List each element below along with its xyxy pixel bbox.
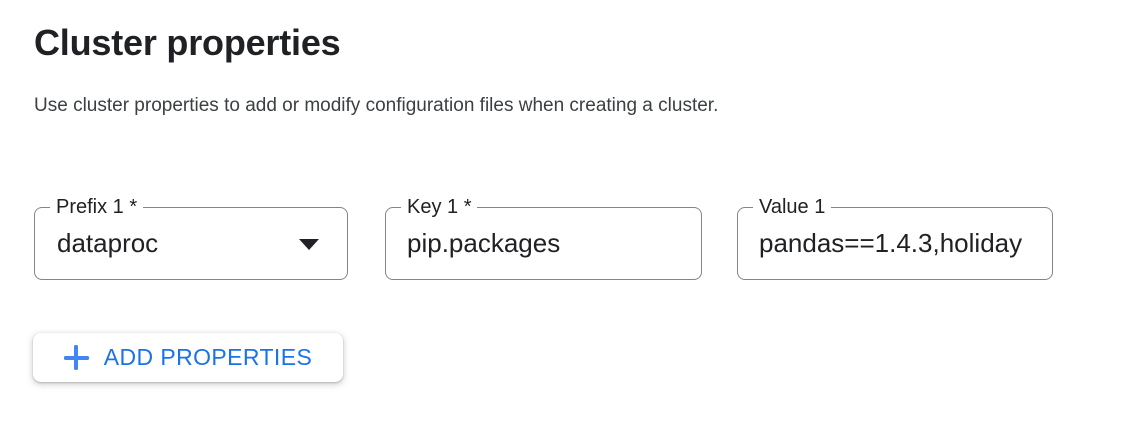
value-field: Value 1 [737, 196, 1053, 280]
plus-icon [63, 345, 89, 370]
key-input[interactable] [386, 208, 701, 279]
prefix-select-value: dataproc [57, 228, 159, 258]
value-input[interactable] [738, 208, 1052, 279]
prefix-select[interactable]: Prefix 1 * dataproc [34, 196, 348, 280]
key-field: Key 1 * [385, 196, 702, 280]
page-description: Use cluster properties to add or modify … [34, 95, 719, 116]
add-properties-button-label: ADD PROPERTIES [103, 344, 313, 370]
arrow-drop-down-icon [299, 239, 319, 250]
page-title: Cluster properties [34, 22, 341, 63]
prefix-select-label: Prefix 1 * [50, 196, 144, 218]
add-properties-button[interactable]: ADD PROPERTIES [33, 333, 343, 382]
